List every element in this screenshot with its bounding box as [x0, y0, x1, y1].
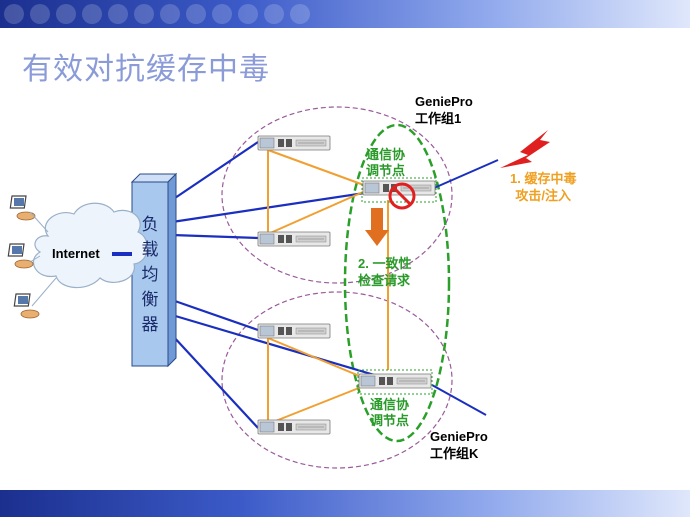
attack-label: 1. 缓存中毒 攻击/注入	[510, 171, 577, 203]
coordinator-label-bottom: 通信协 调节点	[370, 397, 410, 428]
server-icon	[257, 323, 331, 339]
workgroup-1-boundary	[221, 106, 453, 284]
lightning-icon	[500, 130, 550, 168]
server-icon	[358, 373, 432, 389]
attack-path	[433, 159, 499, 189]
internet-label: Internet	[52, 246, 100, 261]
bottom-banner	[0, 490, 690, 517]
server-icon	[257, 231, 331, 247]
prohibited-icon	[388, 182, 416, 210]
top-banner	[0, 0, 690, 28]
banner-dots-decoration	[4, 4, 310, 24]
down-arrow-icon	[365, 208, 389, 246]
workgroup-k-label: GeniePro 工作组K	[430, 429, 488, 461]
coordination-boundary	[343, 123, 451, 443]
server-icon	[257, 419, 331, 435]
cloud-icon	[33, 202, 148, 289]
server-icon	[257, 135, 331, 151]
workstation-icon	[7, 243, 34, 269]
workgroup-links	[267, 149, 389, 425]
workstation-icon	[13, 293, 40, 319]
check-request-label: 2. 一致性 检查请求	[358, 256, 412, 288]
load-balancer-label: 负 载 均 衡 器	[141, 215, 159, 335]
workgroup-1-label: GeniePro 工作组1	[415, 94, 473, 126]
page-title: 有效对抗缓存中毒	[22, 52, 270, 87]
workgroup-k-boundary	[221, 291, 453, 469]
coordinator-label-top: 通信协 调节点	[366, 147, 406, 178]
workstation-icon	[9, 195, 36, 221]
workgroup-k-uplink	[431, 384, 487, 416]
load-balancer	[130, 172, 178, 368]
